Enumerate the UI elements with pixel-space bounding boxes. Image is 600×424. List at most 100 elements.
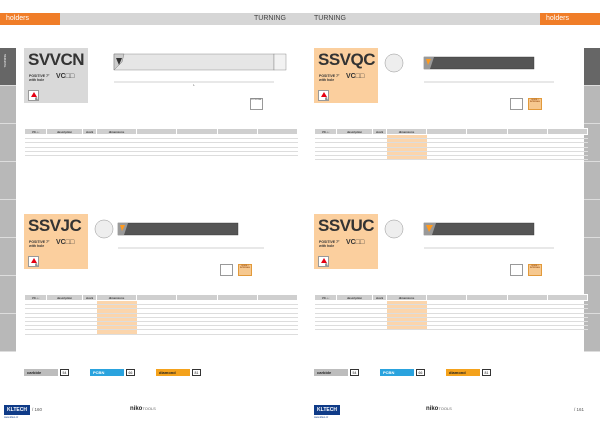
right-holders-label: holders	[546, 15, 569, 22]
product-title: SSVUC	[318, 216, 375, 235]
insert-code: VC□□	[346, 73, 365, 80]
product-header: SVVCN POSITIVE 7° with hole VC□□ S	[24, 48, 88, 103]
niko-tools-logo: nikoTOOLS	[130, 406, 156, 412]
insert-code: VC□□	[56, 73, 75, 80]
side-tab-r4[interactable]	[584, 162, 600, 200]
table-row	[314, 313, 588, 318]
product-block-svvcn: SVVCN POSITIVE 7° with hole VC□□ S L EXT…	[24, 48, 299, 166]
product-block-svjc: SSVJC POSITIVE 7° with hole VC□□ S BORE …	[24, 214, 299, 335]
legend-left: carbide 54 PCBN 66 diamond 81	[24, 369, 224, 377]
right-page: TURNING holders SSVQC POSITIVE 7° with h…	[300, 0, 600, 424]
table-row	[314, 142, 588, 148]
brand-name: niko	[130, 406, 143, 412]
col-extra	[256, 294, 299, 301]
side-tab-7[interactable]	[0, 276, 16, 314]
legend-right: carbide 54 PCBN 66 diamond 81	[314, 369, 514, 377]
side-tab-r7[interactable]	[584, 276, 600, 314]
side-tab-r8[interactable]	[584, 314, 600, 352]
side-tab-8[interactable]	[0, 314, 16, 352]
right-footer: KLTECH www.kltec.cz nikoTOOLS / 161	[300, 400, 600, 424]
side-tab-r3[interactable]	[584, 124, 600, 162]
left-header-bar: TURNING	[0, 13, 300, 25]
legend-diamond: diamond	[446, 369, 480, 376]
brand-suffix: TOOLS	[142, 406, 156, 411]
kltech-site[interactable]: www.kltec.cz	[314, 416, 329, 419]
side-tab-r6[interactable]	[584, 238, 600, 276]
brand-name: niko	[426, 406, 439, 412]
left-page: TURNING holders TURNING SVVCN POSITIVE 7…	[0, 13, 300, 419]
legend-carbide: carbide	[314, 369, 348, 376]
product-subtitle: POSITIVE 7° with hole	[319, 74, 340, 82]
table-row	[24, 151, 298, 156]
table-row	[24, 325, 298, 331]
right-header-bar: TURNING	[300, 13, 600, 25]
legend-carbide-page[interactable]: 54	[350, 369, 359, 376]
tool-drawing: L	[113, 53, 287, 87]
side-tab-r1[interactable]	[584, 48, 600, 86]
legend-pcbn-page[interactable]: 66	[126, 369, 135, 376]
table-row	[24, 313, 298, 318]
side-tab-5[interactable]	[0, 200, 16, 238]
legend-pcbn: PCBN	[90, 369, 124, 376]
table-row	[24, 142, 298, 148]
left-section-label: TURNING	[254, 15, 286, 22]
left-holders-label: holders	[6, 15, 29, 22]
insert-code: VC□□	[56, 239, 75, 246]
table-row	[314, 147, 588, 152]
side-tab-label: TURNING	[3, 54, 7, 68]
niko-tools-logo: nikoTOOLS	[426, 406, 452, 412]
side-tab-6[interactable]	[0, 238, 16, 276]
internal-badge: BORE / INTERNAL	[528, 98, 542, 110]
side-tab-r2[interactable]	[584, 86, 600, 124]
side-tab-2[interactable]	[0, 86, 16, 124]
table-row	[24, 329, 298, 335]
product-title: SSVJC	[28, 216, 82, 235]
grade-badge: S	[28, 256, 39, 267]
side-tab-4[interactable]	[0, 162, 16, 200]
table-row	[24, 317, 298, 322]
side-tab-r5[interactable]	[584, 200, 600, 238]
table-row	[314, 304, 588, 310]
legend-pcbn-page[interactable]: 66	[416, 369, 425, 376]
kltech-logo: KLTECH	[4, 405, 30, 415]
table-row	[24, 308, 298, 314]
brand-suffix: TOOLS	[438, 406, 452, 411]
product-block-svqc: SSVQC POSITIVE 7° with hole VC□□ S BORE …	[304, 48, 589, 166]
table-row	[24, 321, 298, 327]
table-row	[314, 321, 588, 327]
legend-carbide: carbide	[24, 369, 58, 376]
right-section-label: TURNING	[314, 15, 346, 22]
legend-carbide-page[interactable]: 54	[60, 369, 69, 376]
product-block-svuc: SSVUC POSITIVE 7° with hole VC□□ S BORE …	[304, 214, 589, 332]
insert-code: VC□□	[346, 239, 365, 246]
tool-drawing	[384, 53, 554, 83]
legend-diamond-page[interactable]: 81	[482, 369, 491, 376]
col-extra	[546, 294, 589, 301]
table-row	[24, 138, 298, 144]
product-header: SSVJC POSITIVE 7° with hole VC□□ S	[24, 214, 88, 269]
product-title: SVVCN	[28, 50, 85, 69]
table-row	[314, 134, 588, 140]
table-row	[314, 317, 588, 322]
legend-diamond: diamond	[156, 369, 190, 376]
table-row	[314, 155, 588, 161]
tool-drawing	[384, 219, 554, 249]
table-row	[24, 134, 298, 140]
legend-diamond-page[interactable]: 81	[192, 369, 201, 376]
grade-badge: S	[28, 90, 39, 101]
kltech-logo: KLTECH	[314, 405, 340, 415]
side-tab-3[interactable]	[0, 124, 16, 162]
table-row	[24, 300, 298, 306]
table-row	[314, 151, 588, 156]
kltech-site[interactable]: www.kltec.cz	[4, 416, 19, 419]
bore-badge	[510, 98, 523, 110]
product-subtitle: POSITIVE 7° with hole	[319, 240, 340, 248]
svg-text:L: L	[193, 83, 195, 87]
col-extra	[546, 128, 589, 135]
product-subtitle: POSITIVE 7° with hole	[29, 240, 50, 248]
product-title: SSVQC	[318, 50, 376, 69]
side-tab-turning[interactable]: TURNING	[0, 48, 16, 86]
